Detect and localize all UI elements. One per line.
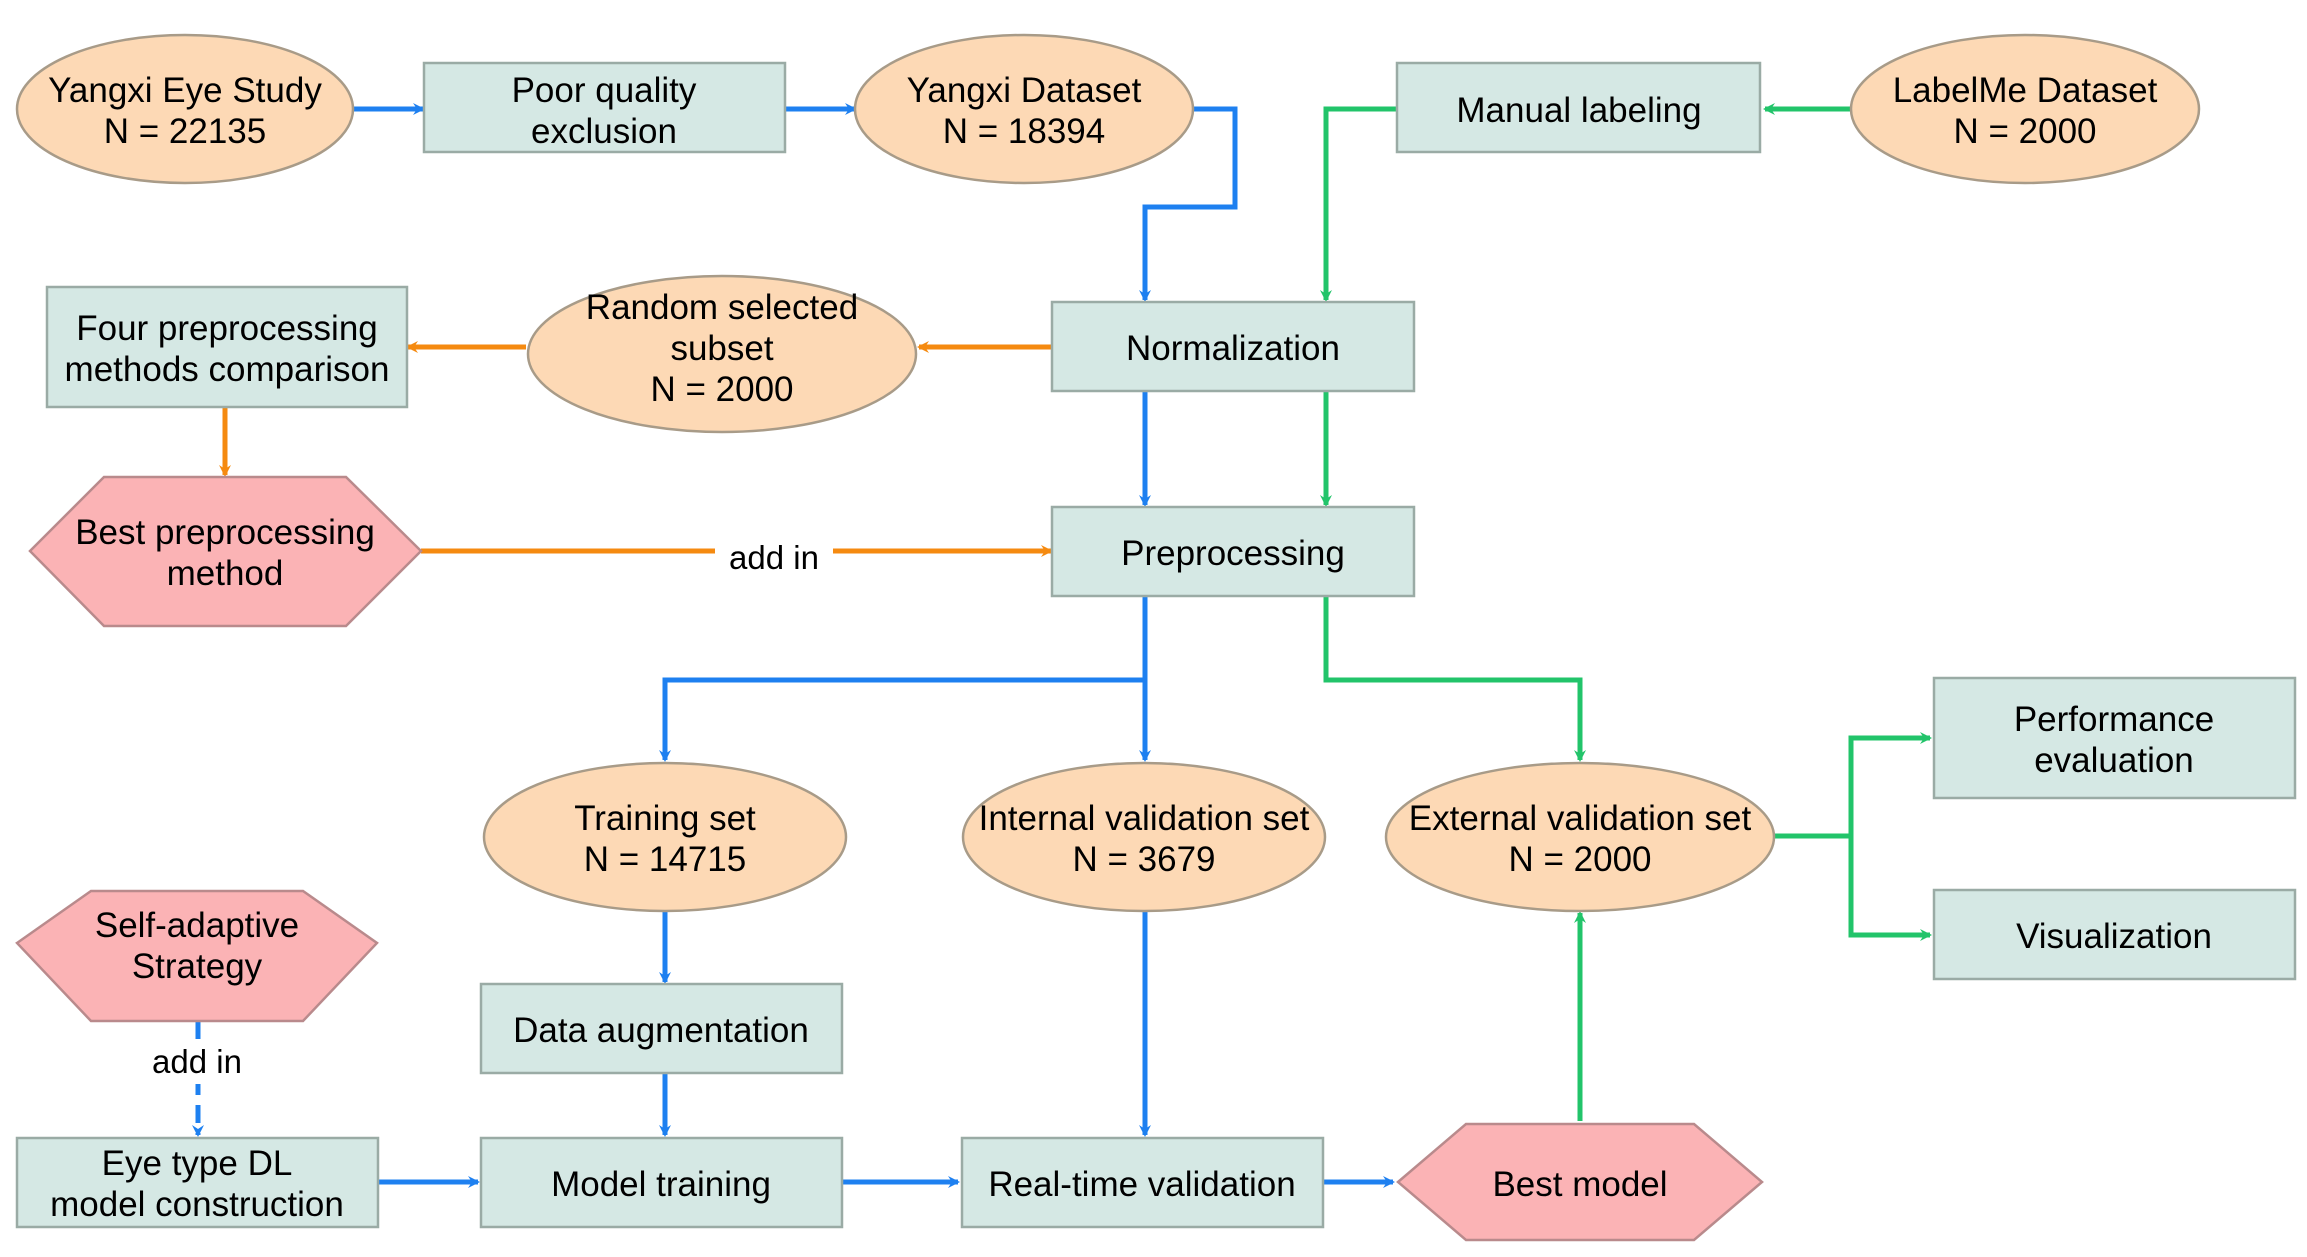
node-label: Yangxi Dataset — [907, 71, 1142, 110]
node-label: Real-time validation — [988, 1165, 1295, 1204]
node-label: method — [167, 554, 284, 593]
node-data-augmentation: Data augmentation — [479, 982, 844, 1075]
node-label: Visualization — [2016, 917, 2212, 956]
node-label: evaluation — [2034, 741, 2194, 780]
node-label: N = 2000 — [1953, 112, 2096, 151]
node-label: Preprocessing — [1121, 534, 1345, 573]
node-label: N = 2000 — [650, 370, 793, 409]
node-training-set: Training set N = 14715 — [482, 761, 848, 913]
node-label: Eye type DL — [102, 1144, 293, 1183]
node-manual-labeling: Manual labeling — [1395, 61, 1762, 154]
node-label: Training set — [574, 799, 756, 838]
node-label: Self-adaptive — [95, 906, 299, 945]
node-label: subset — [670, 329, 773, 368]
node-label: N = 3679 — [1072, 840, 1215, 879]
node-preprocessing: Preprocessing — [1050, 505, 1416, 598]
node-self-adaptive-strategy: Self-adaptive Strategy — [15, 889, 379, 1023]
node-label: Normalization — [1126, 329, 1340, 368]
node-random-selected-subset: Random selected subset N = 2000 — [526, 274, 918, 434]
edge-yangxi-dataset-to-normalization — [1139, 106, 1238, 302]
edge-label-add-in-preprocessing: add in — [729, 539, 819, 576]
node-label: Poor quality — [512, 71, 697, 110]
node-label: Best model — [1492, 1165, 1667, 1204]
node-normalization: Normalization — [1050, 300, 1416, 393]
node-label: Manual labeling — [1456, 91, 1701, 130]
edge-label-background — [715, 535, 833, 579]
node-label: exclusion — [531, 112, 677, 151]
node-poor-quality-exclusion: Poor quality exclusion — [422, 61, 787, 154]
node-label: Best preprocessing — [75, 513, 375, 552]
node-label: model construction — [50, 1185, 344, 1224]
node-label: N = 2000 — [1508, 840, 1651, 879]
node-best-preprocessing-method: Best preprocessing method — [28, 475, 423, 628]
node-label: N = 22135 — [104, 112, 267, 151]
node-label: Performance — [2014, 700, 2214, 739]
node-label: LabelMe Dataset — [1893, 71, 2158, 110]
node-realtime-validation: Real-time validation — [960, 1136, 1325, 1229]
edge-external-to-performance-evaluation — [1774, 732, 1932, 839]
edge-manual-labeling-to-normalization — [1320, 106, 1397, 302]
node-label: N = 14715 — [584, 840, 747, 879]
node-label: Random selected — [586, 288, 858, 327]
node-yangxi-eye-study: Yangxi Eye Study N = 22135 — [15, 33, 355, 185]
edge-label-add-in-model: add in — [152, 1043, 242, 1080]
edge-preprocessing-to-training-set — [659, 596, 1148, 762]
edge-preprocessing-to-external-validation — [1323, 596, 1586, 762]
node-internal-validation-set: Internal validation set N = 3679 — [961, 761, 1327, 913]
node-model-training: Model training — [479, 1136, 844, 1229]
node-performance-evaluation: Performance evaluation — [1932, 676, 2297, 800]
node-label: methods comparison — [65, 350, 390, 389]
node-eye-type-dl-model-construction: Eye type DL model construction — [15, 1136, 380, 1229]
node-visualization: Visualization — [1932, 888, 2297, 981]
node-best-model: Best model — [1396, 1122, 1764, 1242]
node-label: Four preprocessing — [76, 309, 378, 348]
node-label: Internal validation set — [979, 799, 1310, 838]
node-label: Data augmentation — [513, 1011, 809, 1050]
node-label: External validation set — [1409, 799, 1752, 838]
node-label: Model training — [551, 1165, 771, 1204]
node-labelme-dataset: LabelMe Dataset N = 2000 — [1849, 33, 2201, 185]
node-label: Yangxi Eye Study — [48, 71, 322, 110]
edge-external-to-visualization — [1848, 836, 1932, 941]
node-four-preprocessing-comparison: Four preprocessing methods comparison — [45, 285, 409, 409]
node-label: N = 18394 — [943, 112, 1106, 151]
node-yangxi-dataset: Yangxi Dataset N = 18394 — [853, 33, 1195, 185]
node-external-validation-set: External validation set N = 2000 — [1384, 761, 1776, 913]
edge-label-background — [140, 1040, 256, 1084]
node-label: Strategy — [132, 947, 263, 986]
